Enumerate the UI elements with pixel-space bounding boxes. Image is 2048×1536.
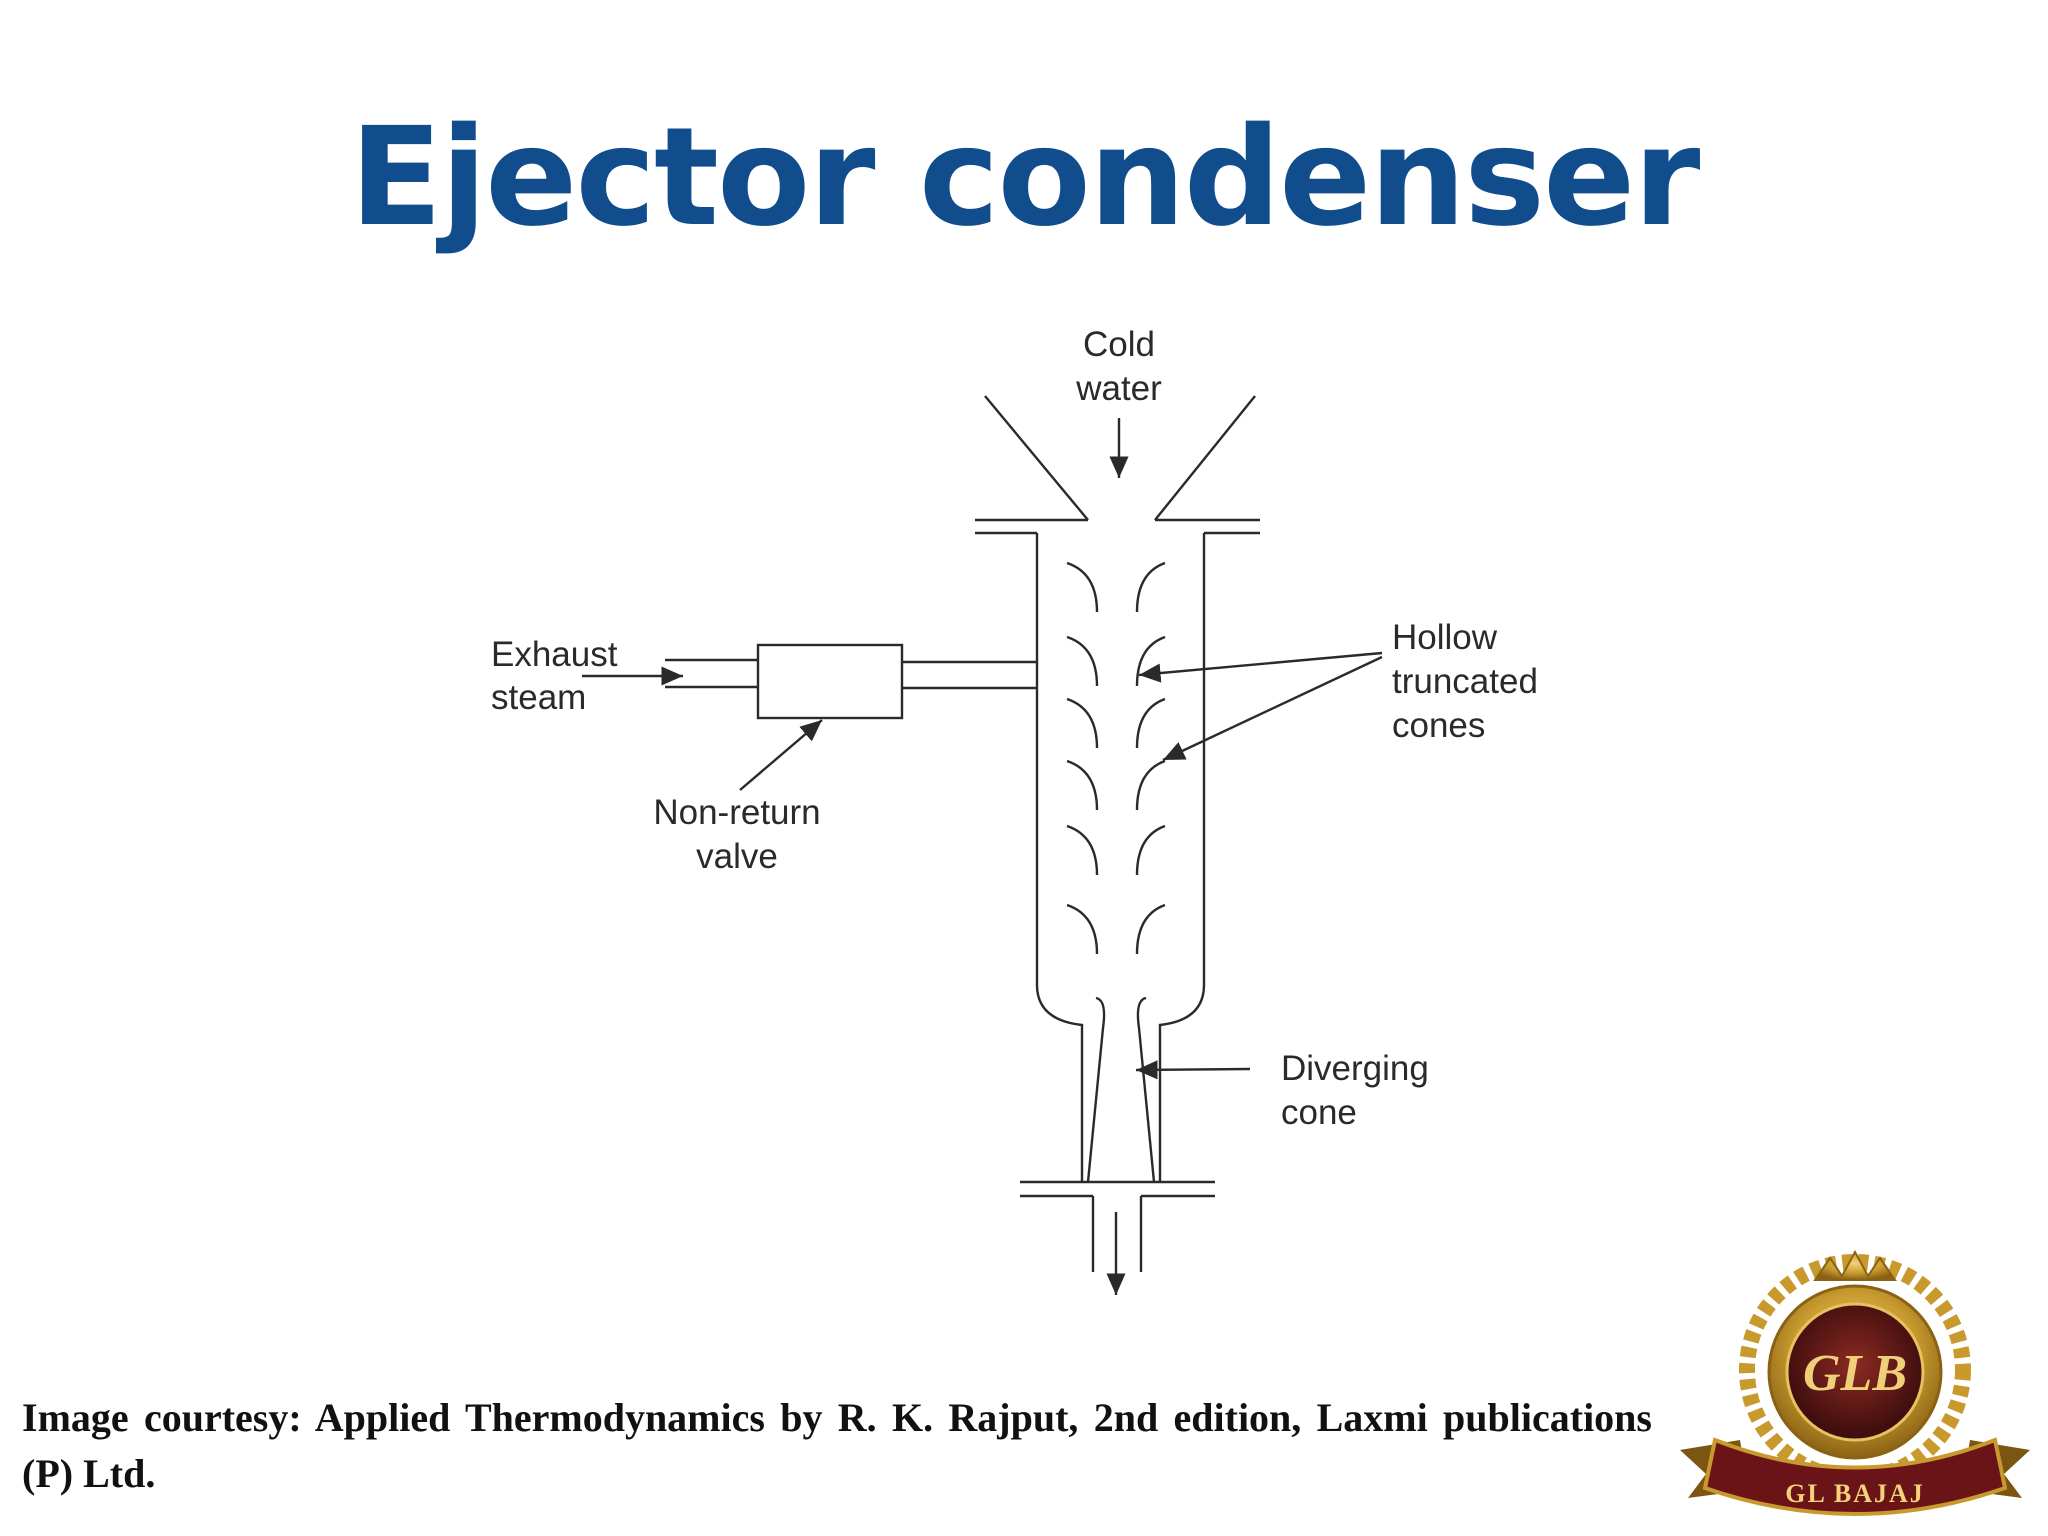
cone-right-5 (1135, 824, 1166, 876)
cone-right-6 (1135, 903, 1166, 955)
cone-pointer-arrow-2 (1162, 655, 1383, 762)
cold-water-label-line2: water (1075, 369, 1162, 408)
logo-monogram: GLB (1803, 1345, 1907, 1402)
cone-right-2 (1135, 635, 1166, 687)
body-right-wall (1158, 533, 1206, 1182)
cone-left-1 (1066, 561, 1099, 613)
body-left-wall (1035, 533, 1084, 1182)
cone-pointer-arrow-1 (1138, 651, 1383, 683)
hollow-cones-label-line2: truncated (1392, 662, 1538, 701)
logo-ribbon-text: GL BAJAJ (1785, 1479, 1925, 1508)
exhaust-steam-label-line2: steam (491, 678, 586, 717)
non-return-valve-label-line2: valve (696, 837, 778, 876)
hollow-cones-label-line1: Hollow (1392, 618, 1498, 657)
logo-ribbon (1702, 1437, 2008, 1516)
cone-left-6 (1066, 903, 1099, 955)
hollow-cones-label-line3: cones (1392, 706, 1485, 745)
non-return-valve-box (756, 643, 904, 720)
exhaust-steam-label-line1: Exhaust (491, 635, 618, 674)
non-return-valve-label-line1: Non-return (653, 793, 820, 832)
diverging-cone-arrow (1135, 1060, 1251, 1080)
gl-bajaj-logo: GLB GL BAJAJ (1680, 1250, 2030, 1516)
funnel-left-line (984, 395, 1089, 521)
cone-left-3 (1066, 697, 1099, 749)
logo-crown (1813, 1250, 1897, 1281)
logo-medallion-inner (1785, 1302, 1925, 1442)
valve-pointer-arrow (739, 719, 823, 791)
cone-right-4 (1135, 759, 1166, 811)
diverging-cone-label-line1: Diverging (1281, 1049, 1429, 1088)
cone-left-5 (1066, 824, 1099, 876)
cold-water-label-line1: Cold (1083, 325, 1155, 364)
cone-right-3 (1135, 697, 1166, 749)
diverging-cone-left (1086, 996, 1106, 1183)
diverging-cone-right (1136, 996, 1156, 1183)
cone-left-2 (1066, 635, 1099, 687)
slide-title: Ejector condenser (349, 99, 1701, 257)
ejector-condenser-diagram: Cold water Exhaust steam Non-return valv… (491, 325, 1538, 1295)
funnel-right-line (1154, 395, 1256, 521)
image-courtesy-note: Image courtesy: Applied Thermodynamics b… (22, 1395, 1652, 1496)
cone-left-4 (1066, 759, 1099, 811)
cone-right-1 (1135, 561, 1166, 613)
diverging-cone-label-line2: cone (1281, 1093, 1357, 1132)
